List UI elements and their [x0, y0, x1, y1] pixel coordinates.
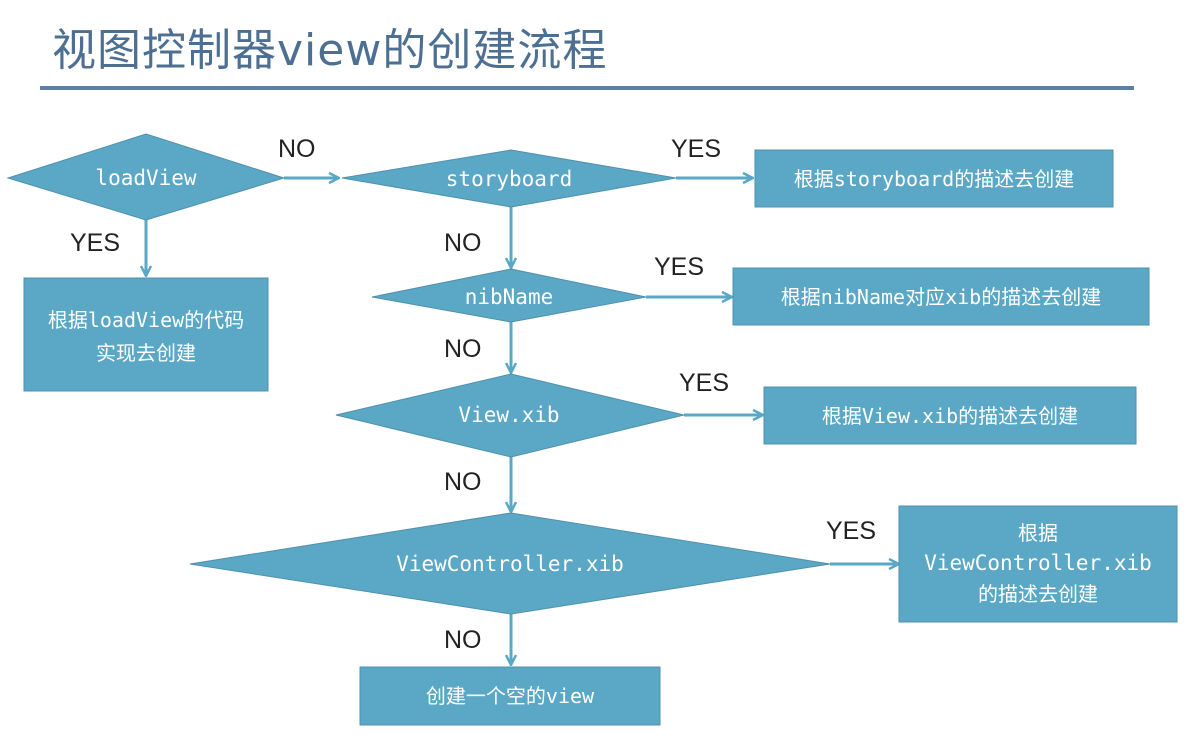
result-view-xib: [763, 386, 1137, 445]
decision-loadview: [6, 133, 286, 221]
decision-viewcontroller-xib: [189, 512, 831, 615]
result-nibname-label: 根据nibName对应xib的描述去创建: [781, 285, 1101, 309]
edge-label-nibname-no: NO: [444, 335, 482, 363]
result-viewcontroller-xib-line2: ViewController.xib: [924, 551, 1152, 575]
decision-storyboard: [341, 149, 677, 208]
edge-label-nibname-yes: YES: [654, 253, 704, 281]
edge-label-storyboard-no: NO: [444, 229, 482, 257]
decision-storyboard-label: storyboard: [446, 167, 572, 191]
edge-label-viewcontroller-xib-yes: YES: [826, 517, 876, 545]
edge-label-loadview-no: NO: [278, 135, 316, 163]
edge-label-view-xib-no: NO: [444, 468, 482, 496]
page-title: 视图控制器view的创建流程: [52, 25, 608, 76]
result-view-xib-label: 根据View.xib的描述去创建: [822, 404, 1078, 428]
decision-nibname: [371, 268, 647, 323]
decision-view-xib-label: View.xib: [458, 403, 559, 427]
edge-label-viewcontroller-xib-no: NO: [444, 626, 482, 654]
result-nibname: [732, 267, 1150, 326]
edge-label-view-xib-yes: YES: [679, 369, 729, 397]
result-empty-view-label: 创建一个空的view: [426, 684, 595, 708]
decision-loadview-label: loadView: [95, 166, 197, 190]
decision-nibname-label: nibName: [465, 285, 554, 309]
result-storyboard: [754, 149, 1114, 208]
result-viewcontroller-xib: [898, 505, 1178, 623]
decision-view-xib: [335, 373, 685, 458]
result-viewcontroller-xib-line3: 的描述去创建: [978, 582, 1098, 606]
title-divider: [40, 86, 1134, 90]
result-empty-view: [359, 666, 661, 726]
edge-label-loadview-yes: YES: [70, 229, 120, 257]
result-viewcontroller-xib-line1: 根据: [1018, 521, 1058, 545]
result-loadview-code-line2: 实现去创建: [96, 341, 196, 365]
result-storyboard-label: 根据storyboard的描述去创建: [794, 167, 1074, 191]
edge-label-storyboard-yes: YES: [671, 135, 721, 163]
result-loadview-code-line1: 根据loadView的代码: [48, 308, 244, 332]
result-loadview-code: [23, 277, 269, 392]
decision-viewcontroller-xib-label: ViewController.xib: [396, 552, 624, 576]
